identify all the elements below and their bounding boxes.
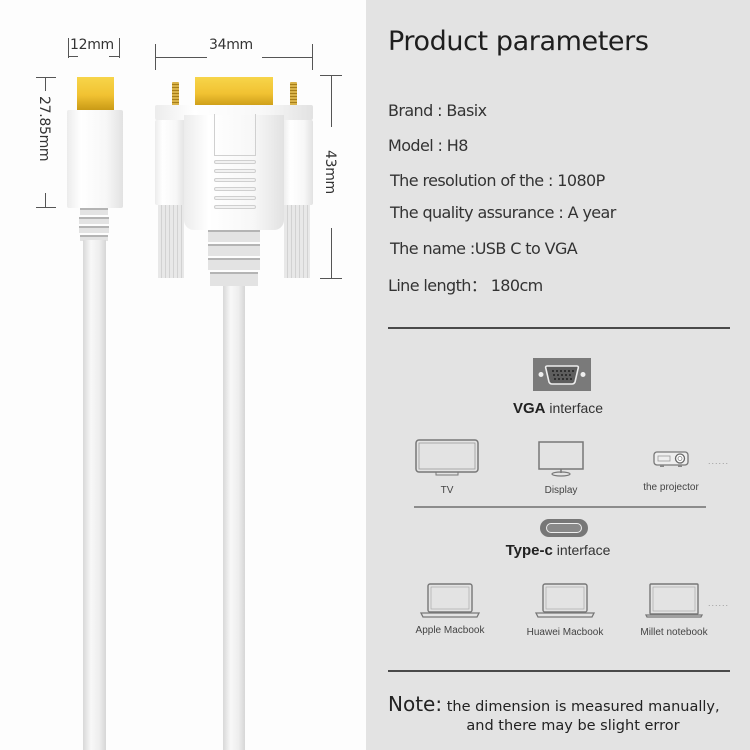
vga-side-right xyxy=(283,120,313,205)
dim-tick xyxy=(68,38,69,58)
laptop-icon xyxy=(644,583,704,618)
dim-tick xyxy=(36,207,56,208)
param-resolution: The resolution of the : 1080P xyxy=(390,171,605,190)
typec-width-label: 12mm xyxy=(70,37,114,53)
vga-width-label: 34mm xyxy=(209,37,253,53)
monitor-icon xyxy=(538,441,584,477)
grip-slot xyxy=(214,196,256,200)
strain-relief xyxy=(79,217,109,224)
dim-line xyxy=(155,57,207,58)
device-label: Huawei Macbook xyxy=(526,627,604,638)
vga-plug-gold xyxy=(195,77,273,107)
param-brand: Brand : Basix xyxy=(388,101,487,120)
dim-tick xyxy=(320,278,342,279)
device-label: the projector xyxy=(643,482,699,493)
projector-icon xyxy=(653,451,689,467)
screw xyxy=(290,82,297,107)
dim-line xyxy=(331,75,332,127)
note-label: Note: xyxy=(388,692,443,716)
device-label: Apple Macbook xyxy=(415,625,485,636)
vga-port-icon xyxy=(533,358,591,391)
typec-height-label: 27.85mm xyxy=(36,96,52,162)
device-label: TV xyxy=(440,485,454,496)
strain-relief xyxy=(208,230,260,242)
more-devices-ellipsis: ...... xyxy=(708,456,730,466)
dim-tick xyxy=(119,38,120,58)
typec-housing xyxy=(67,110,123,208)
thumbscrew-right xyxy=(284,205,310,278)
device-huawei-macbook: Huawei Macbook xyxy=(520,582,610,638)
device-tv: TV xyxy=(412,438,482,496)
grip-slot xyxy=(214,178,256,182)
grip-slot xyxy=(214,169,256,173)
page-title: Product parameters xyxy=(388,26,649,57)
laptop-icon xyxy=(534,583,596,618)
thumbscrew-left xyxy=(158,205,184,278)
dim-line xyxy=(262,57,312,58)
vga-interface-label: VGA interface xyxy=(512,400,604,417)
grip-slot xyxy=(214,160,256,164)
dim-tick xyxy=(36,77,56,78)
device-apple-macbook: Apple Macbook xyxy=(410,582,490,636)
typec-cable xyxy=(83,240,106,750)
vga-cable xyxy=(223,286,245,750)
device-millet-notebook: Millet notebook xyxy=(634,582,714,638)
parameters-panel: Product parameters Brand : Basix Model :… xyxy=(366,0,750,750)
note-line2: and there may be slight error xyxy=(466,718,680,734)
strain-relief xyxy=(208,258,260,270)
divider xyxy=(388,670,730,672)
vga-side-left xyxy=(155,120,185,205)
param-name: The name :USB C to VGA xyxy=(390,239,578,258)
typec-port-icon xyxy=(540,519,588,537)
note-line1: the dimension is measured manually, xyxy=(442,699,720,715)
param-warranty: The quality assurance : A year xyxy=(390,203,616,222)
grip-slot xyxy=(214,187,256,191)
more-devices-ellipsis: ...... xyxy=(708,598,730,608)
typec-interface-label: Type-c interface xyxy=(505,542,611,559)
device-label: Millet notebook xyxy=(640,627,708,638)
measurement-note: Note: the dimension is measured manually… xyxy=(388,692,738,734)
device-projector: the projector xyxy=(636,449,706,493)
strain-relief xyxy=(208,244,260,256)
param-model: Model : H8 xyxy=(388,136,468,155)
product-illustration: 12mm 27.85mm 34mm 43mm xyxy=(0,0,366,750)
param-length: Line length： 180cm xyxy=(388,276,543,295)
tv-icon xyxy=(415,439,479,476)
device-label: Display xyxy=(544,485,578,496)
divider xyxy=(414,506,706,508)
vga-height-label: 43mm xyxy=(322,150,338,194)
strain-relief xyxy=(80,208,108,215)
dim-line xyxy=(68,56,78,57)
device-display: Display xyxy=(526,440,596,496)
dim-line xyxy=(45,77,46,91)
dim-line xyxy=(331,228,332,278)
screw xyxy=(172,82,179,107)
typec-plug-gold xyxy=(77,77,114,110)
laptop-icon xyxy=(419,583,481,618)
dim-line xyxy=(45,193,46,207)
strain-relief xyxy=(210,272,258,286)
divider xyxy=(388,327,730,329)
grip-slot xyxy=(214,205,256,209)
strain-relief xyxy=(80,235,108,241)
dim-line xyxy=(109,56,119,57)
strain-relief xyxy=(79,226,109,233)
vga-label-area xyxy=(214,114,256,156)
dim-tick xyxy=(312,44,313,70)
